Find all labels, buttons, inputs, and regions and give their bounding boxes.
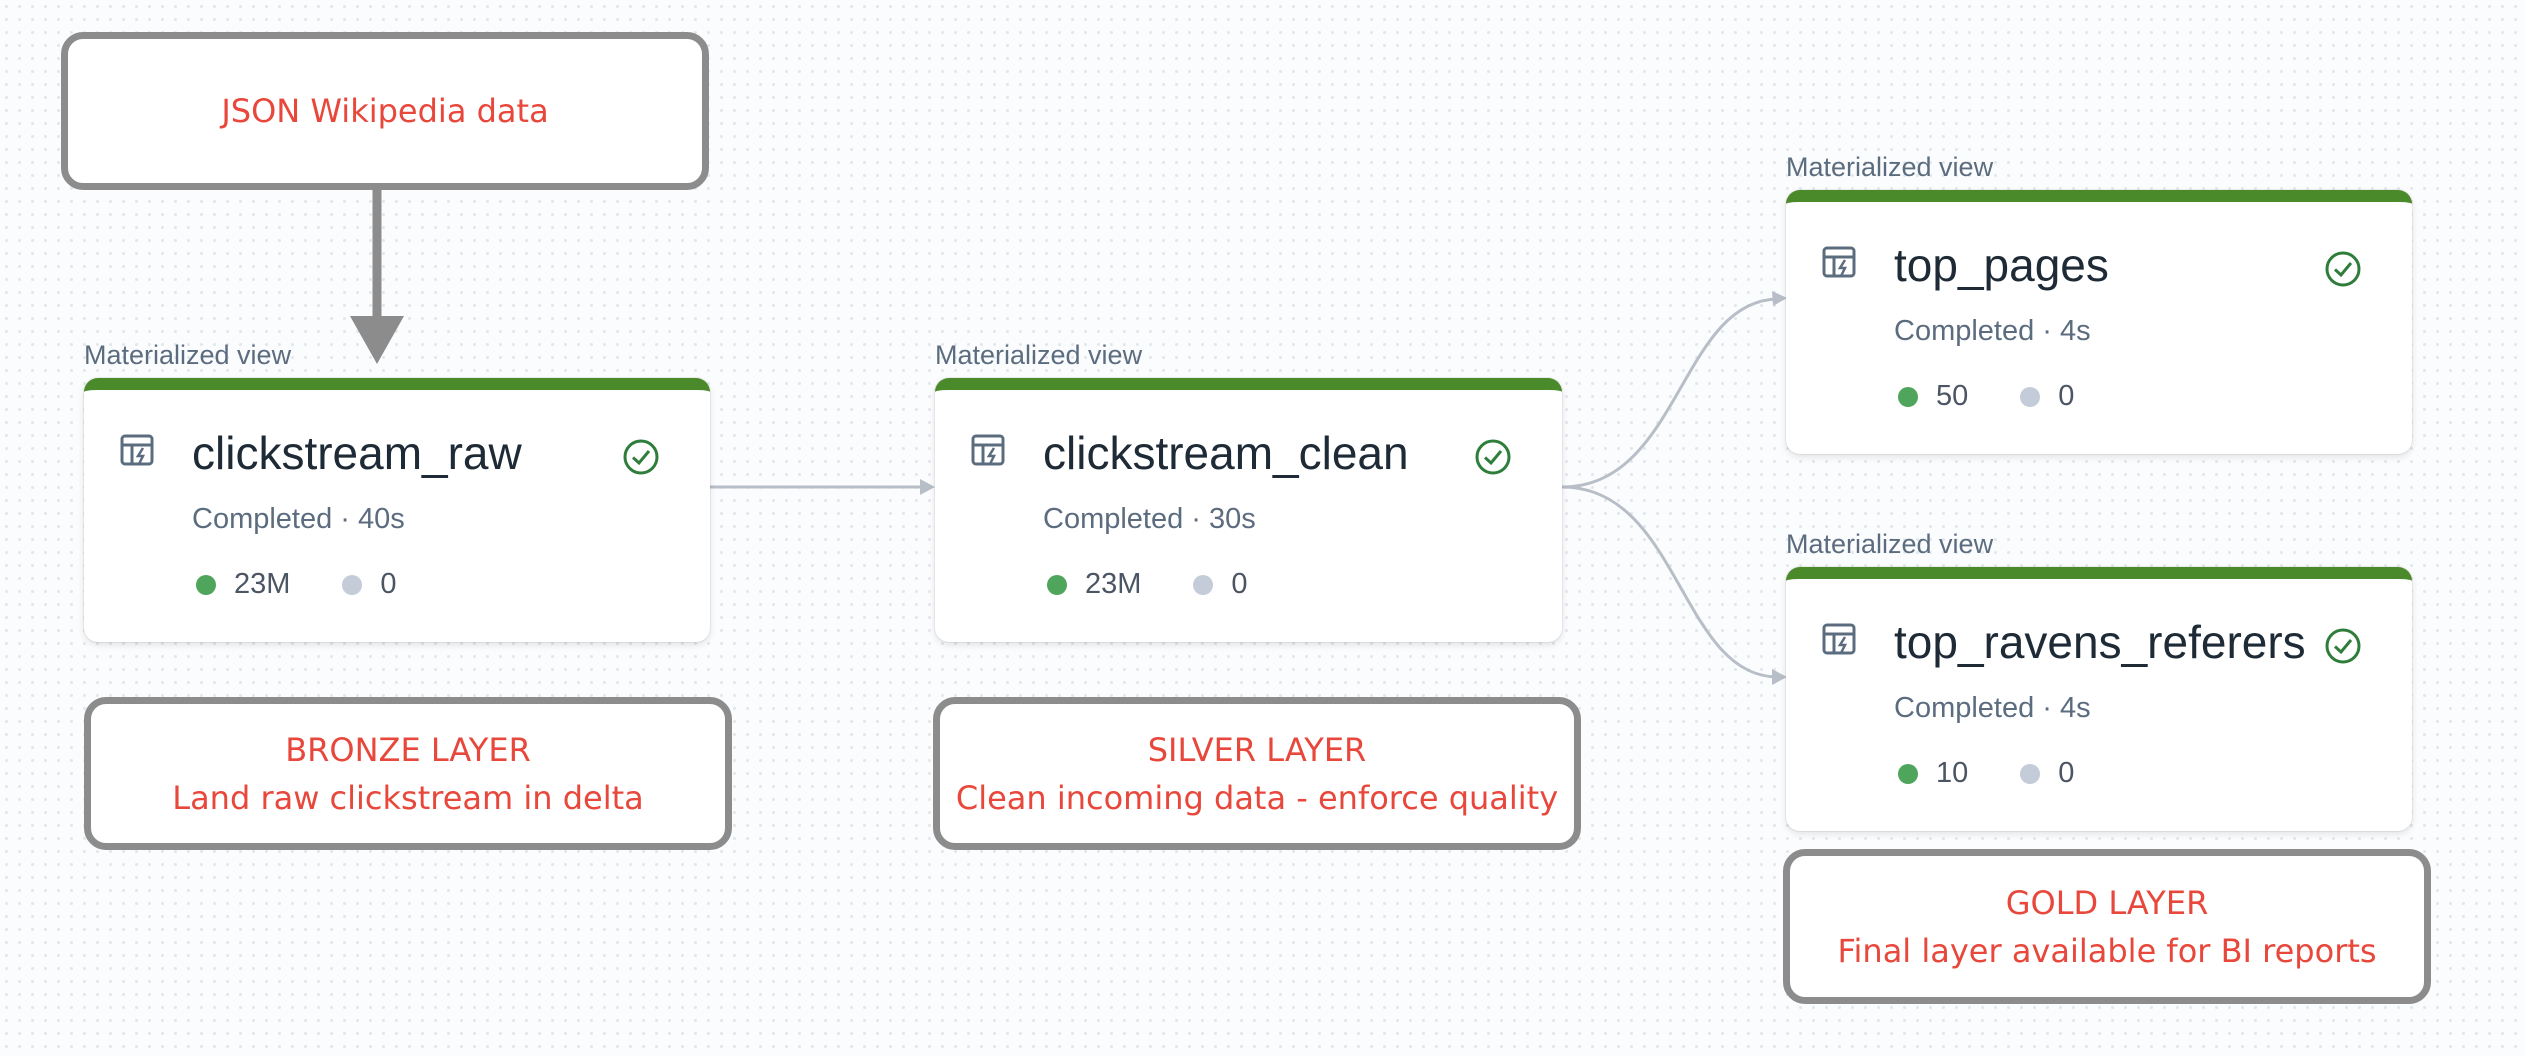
gold-layer-title: GOLD LAYER [2005, 883, 2209, 922]
pages-type-label: Materialized view [1786, 152, 1994, 182]
node-top-pages[interactable]: top_pages Completed · 4s 50 0 [1786, 190, 2412, 454]
silver-layer-description: Clean incoming data - enforce quality [955, 778, 1559, 817]
dropped-rows-count: 0 [380, 568, 397, 600]
edge-clean-to-top-pages [1561, 291, 1787, 489]
node-counts: 23M 0 [196, 568, 397, 601]
materialized-view-icon [1822, 246, 1858, 285]
check-circle-icon [2324, 627, 2362, 670]
dropped-rows-count: 0 [2058, 380, 2075, 412]
node-top-ravens-referers[interactable]: top_ravens_referers Completed · 4s 10 0 [1786, 567, 2412, 831]
materialized-view-icon [120, 434, 156, 473]
materialized-view-icon [971, 434, 1007, 473]
node-counts: 10 0 [1898, 757, 2074, 790]
bronze-layer-description: Land raw clickstream in delta [172, 778, 644, 817]
check-circle-icon [622, 438, 660, 481]
node-clickstream-clean[interactable]: clickstream_clean Completed · 30s 23M 0 [935, 378, 1562, 642]
node-status: Completed · 40s [192, 503, 405, 535]
source-callout: JSON Wikipedia data [61, 32, 709, 190]
source-callout-text: JSON Wikipedia data [221, 92, 549, 130]
silver-layer-title: SILVER LAYER [1147, 730, 1367, 769]
node-status: Completed · 4s [1894, 692, 2091, 724]
node-name: clickstream_raw [192, 427, 522, 479]
check-circle-icon [2324, 250, 2362, 293]
node-status: Completed · 4s [1894, 315, 2091, 347]
gold-layer-callout: GOLD LAYER Final layer available for BI … [1783, 849, 2431, 1004]
check-circle-icon [1474, 438, 1512, 481]
referers-type-label: Materialized view [1786, 529, 1994, 559]
output-rows-count: 23M [234, 568, 291, 600]
node-clickstream-raw[interactable]: clickstream_raw Completed · 40s 23M 0 [84, 378, 710, 642]
output-rows-count: 10 [1936, 757, 1969, 789]
output-rows-dot-icon [1898, 386, 1918, 407]
node-name: clickstream_clean [1043, 427, 1409, 479]
dropped-rows-dot-icon [342, 574, 363, 595]
silver-layer-callout: SILVER LAYER Clean incoming data - enfor… [933, 697, 1581, 850]
node-counts: 50 0 [1898, 380, 2074, 413]
bronze-layer-title: BRONZE LAYER [285, 730, 531, 769]
dropped-rows-dot-icon [2020, 763, 2041, 784]
output-rows-count: 23M [1085, 568, 1142, 600]
output-rows-dot-icon [1898, 763, 1918, 784]
edge-raw-to-clean [710, 479, 935, 495]
node-name: top_pages [1894, 239, 2109, 291]
edge-clean-to-top-ravens-referers [1561, 485, 1787, 685]
bronze-layer-callout: BRONZE LAYER Land raw clickstream in del… [84, 697, 732, 850]
output-rows-dot-icon [196, 574, 216, 595]
node-counts: 23M 0 [1047, 568, 1248, 601]
materialized-view-icon [1822, 623, 1858, 662]
dropped-rows-dot-icon [1193, 574, 1214, 595]
output-rows-count: 50 [1936, 380, 1969, 412]
dropped-rows-dot-icon [2020, 386, 2041, 407]
dropped-rows-count: 0 [2058, 757, 2075, 789]
source-to-raw-arrow [350, 190, 404, 364]
raw-type-label: Materialized view [84, 340, 292, 370]
gold-layer-description: Final layer available for BI reports [1837, 931, 2377, 970]
node-status: Completed · 30s [1043, 503, 1256, 535]
output-rows-dot-icon [1047, 574, 1067, 595]
dropped-rows-count: 0 [1231, 568, 1248, 600]
node-name: top_ravens_referers [1894, 616, 2306, 668]
clean-type-label: Materialized view [935, 340, 1143, 370]
